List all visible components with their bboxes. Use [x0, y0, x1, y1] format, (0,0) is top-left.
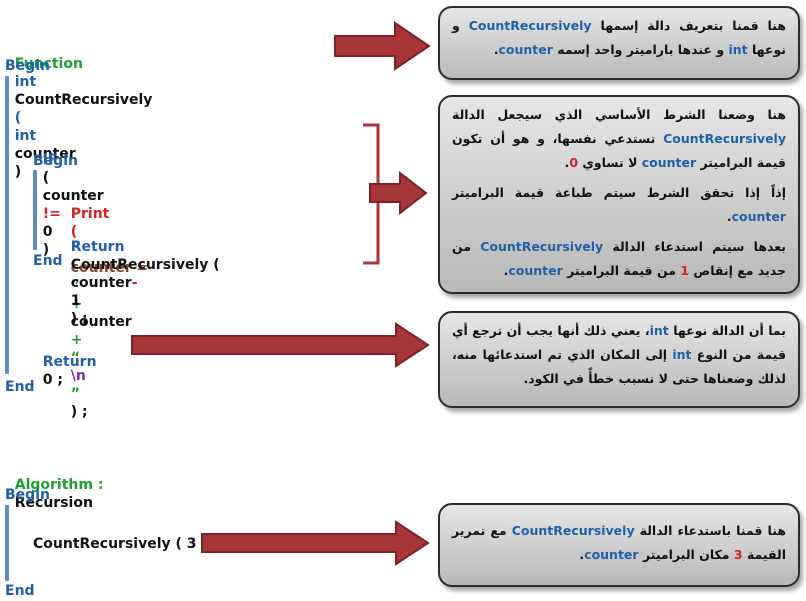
if-var: counter — [42, 188, 104, 204]
note2-text-6: . — [726, 209, 732, 224]
function-end: End — [5, 379, 35, 395]
note-function-definition: هنا قمنا بتعريف دالة إسمها CountRecursiv… — [438, 6, 800, 80]
note3-highlight-1: int — [649, 323, 669, 338]
note1-highlight-1: CountRecursively — [468, 18, 592, 33]
plus-2: + — [70, 332, 83, 348]
return-close: ) ; — [70, 311, 88, 327]
return-keyword: Return — [70, 239, 125, 255]
param-name: counter — [14, 146, 76, 162]
newline-escape: \n — [70, 368, 86, 384]
note3-text-1: بما أن الدالة نوعها — [673, 323, 786, 338]
note2-red-1: 0 — [569, 155, 579, 170]
note2-highlight-3: counter — [731, 209, 786, 224]
quote-open: “ — [70, 242, 80, 258]
note3-text-2: ، يعني ذلك أنها يجب أن ترجع أي قيمة من ا… — [452, 323, 787, 362]
note1-text-1: هنا قمنا بتعريف دالة إسمها — [600, 18, 787, 33]
algorithm-name: Recursion — [14, 495, 93, 511]
note2-text-1: هنا وضعنا الشرط الأساسي الذي سيجعل الدال… — [452, 107, 786, 122]
note3-text-3: إلى المكان الذي تم استدعائها منه، لذلك و… — [452, 347, 786, 386]
note4-text-3: مكان البراميتر — [642, 547, 730, 562]
algorithm-call: CountRecursively ( 3 ) ; — [33, 536, 219, 552]
if-end: End — [33, 253, 63, 269]
note4-text-1: هنا قمنا باستدعاء الدالة — [639, 523, 786, 538]
minus-operator: - — [131, 275, 138, 291]
note1-highlight-3: counter — [498, 42, 553, 57]
note2-text-9: من قيمة البراميتر — [567, 263, 676, 278]
algorithm-header: Algorithm : Recursion — [5, 458, 104, 512]
if-value: 0 — [42, 224, 53, 240]
print-open: ( — [70, 224, 78, 240]
note2-text-5: إذاً إذا تحقق الشرط سيتم طباعة قيمة البر… — [452, 185, 786, 200]
return-zero-keyword: Return — [42, 354, 97, 370]
arrow-3-icon — [131, 322, 430, 368]
note1-text-4: . — [493, 42, 499, 57]
recursive-call: CountRecursively ( — [70, 257, 220, 273]
if-body-line — [33, 170, 37, 250]
function-name: CountRecursively — [14, 92, 153, 108]
note2-text-7: بعدها سيتم استدعاء الدالة — [612, 239, 786, 254]
note4-text-4: . — [579, 547, 585, 562]
algorithm-body-line — [5, 505, 9, 581]
print-var: counter — [70, 314, 132, 330]
if-open: ( — [42, 170, 50, 186]
plus-1: + — [70, 296, 83, 312]
print-statement: Print ( “ counter = ” + counter + “ \n ”… — [61, 187, 149, 421]
note2-highlight-5: counter — [508, 263, 563, 278]
function-keyword: Function — [14, 56, 83, 72]
note3-highlight-2: int — [672, 347, 692, 362]
return-type: int — [14, 74, 37, 90]
note4-highlight-1: CountRecursively — [511, 523, 635, 538]
function-signature: Function int CountRecursively ( int coun… — [5, 37, 153, 181]
print-string: counter = — [70, 260, 149, 276]
quote-close: ” — [70, 278, 80, 294]
note-algorithm-call: هنا قمنا باستدعاء الدالة CountRecursivel… — [438, 503, 800, 587]
if-begin: Begin — [33, 153, 78, 169]
arrow-1-icon — [334, 21, 431, 71]
algorithm-begin: Begin — [5, 487, 50, 503]
note4-text-2: مع تمرير القيمة — [452, 523, 786, 562]
note-return-zero: بما أن الدالة نوعها int، يعني ذلك أنها ي… — [438, 311, 800, 408]
if-operator: != — [42, 206, 61, 222]
note2-text-2: تستدعي نفسها، و هو أن تكون قيمة البراميت… — [452, 131, 786, 170]
function-begin: Begin — [5, 58, 50, 74]
note2-text-10: . — [503, 263, 509, 278]
paren-close: ) — [14, 164, 22, 180]
if-keyword: IF — [42, 152, 58, 168]
paren-open: ( — [14, 110, 22, 126]
if-close: ) — [42, 242, 50, 258]
recursive-arg: counter — [70, 275, 132, 291]
return-zero-value: 0 ; — [42, 372, 63, 388]
note2-highlight-1: CountRecursively — [663, 131, 786, 146]
one-literal: 1 — [70, 293, 81, 309]
return-zero-statement: Return 0 ; — [33, 335, 97, 389]
note4-red-1: 3 — [733, 547, 743, 562]
note-base-condition: هنا وضعنا الشرط الأساسي الذي سيجعل الدال… — [438, 95, 800, 294]
algorithm-label: Algorithm : — [14, 477, 104, 493]
print-close: ) ; — [70, 404, 88, 420]
note2-text-8: من جديد مع إنقاص — [452, 239, 786, 278]
quote-close-2: ” — [70, 386, 80, 402]
quote-open-2: “ — [70, 350, 80, 366]
note2-highlight-2: counter — [641, 155, 697, 170]
print-keyword: Print — [70, 206, 110, 222]
arrow-2-icon — [369, 171, 428, 215]
note1-text-3: و عندها باراميتر واحد إسمه — [557, 42, 725, 57]
note1-text-2: و نوعها — [452, 18, 786, 57]
if-statement: IF ( counter != 0 ) — [33, 133, 104, 259]
arrow-4-icon — [201, 520, 430, 566]
function-body-line — [5, 76, 9, 374]
param-type: int — [14, 128, 37, 144]
note2-text-4: . — [564, 155, 570, 170]
note1-highlight-2: int — [728, 42, 748, 57]
note2-red-2: 1 — [680, 263, 690, 278]
return-recursive-statement: Return CountRecursively ( counter- 1 ) ; — [61, 220, 220, 328]
algorithm-end: End — [5, 583, 35, 599]
note2-text-3: لا تساوي — [582, 155, 638, 170]
note2-highlight-4: CountRecursively — [480, 239, 604, 254]
note4-highlight-2: counter — [584, 547, 639, 562]
